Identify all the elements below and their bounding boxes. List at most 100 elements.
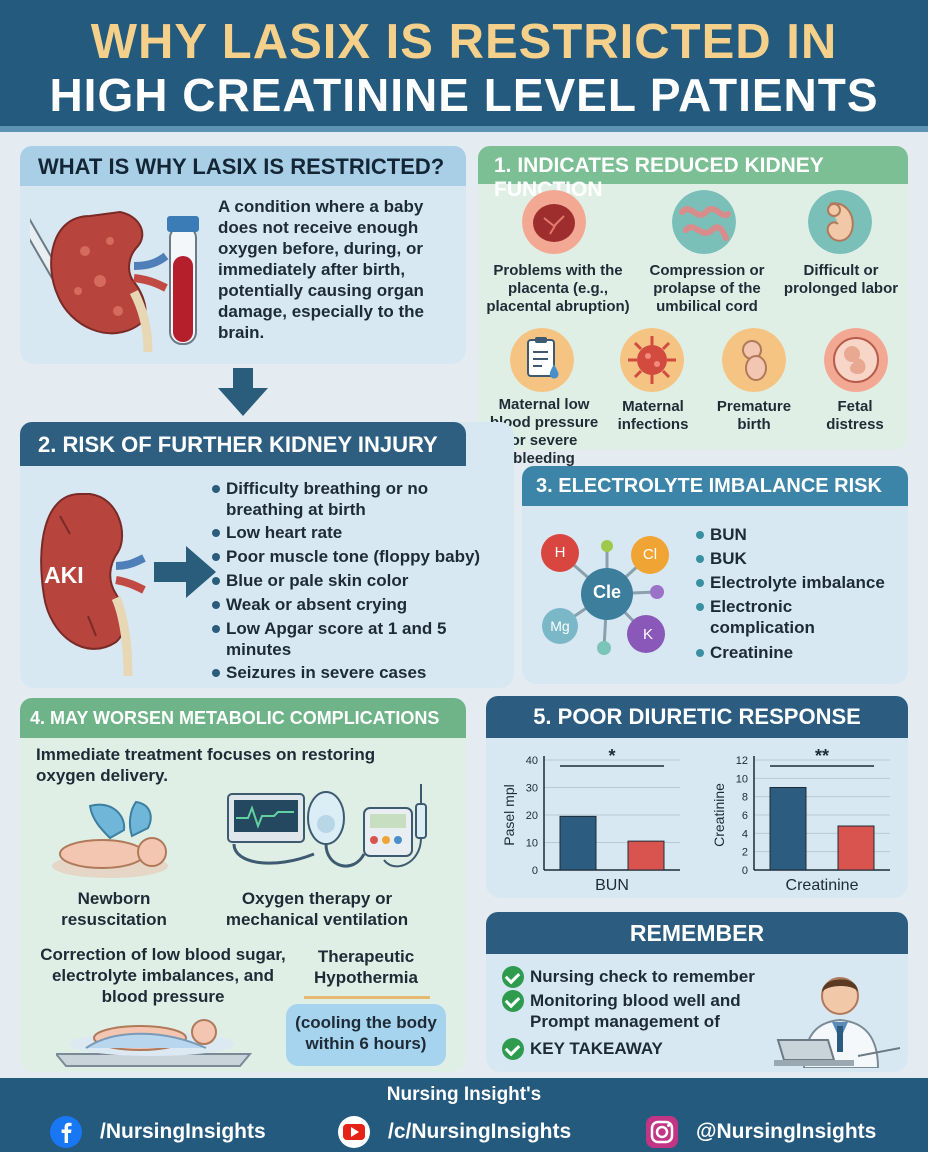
section4-title: 4. MAY WORSEN METABOLIC COMPLICATIONS — [30, 708, 440, 728]
cause-premature-birth: Premature birth — [716, 398, 792, 433]
oxygen-therapy-label: Oxygen therapy or mechanical ventilation — [225, 889, 409, 929]
y-tick-label: 0 — [742, 865, 748, 877]
electrolyte-item: BUK — [696, 549, 747, 568]
aki-label: AKI — [44, 562, 84, 588]
y-tick-label: 10 — [736, 773, 748, 785]
cause-fetal-distress: Fetal distress — [826, 398, 884, 433]
y-tick-label: 4 — [742, 828, 748, 840]
youtube-icon — [338, 1116, 370, 1148]
bar — [769, 787, 807, 871]
kidney-thermometer-illustration — [30, 207, 199, 353]
y-tick-label: 10 — [526, 838, 538, 850]
arrow-right-icon — [154, 546, 216, 598]
significance-marker: ** — [815, 746, 829, 766]
molecule-cl-label: Cl — [642, 546, 658, 563]
premature-baby-icon — [722, 328, 786, 392]
instagram-link[interactable]: @NursingInsights — [646, 1116, 906, 1148]
remember-item: Monitoring blood well and Prompt managem… — [530, 991, 741, 1031]
section4-intro: Immediate treatment focuses on restoring… — [36, 745, 376, 785]
y-tick-label: 12 — [736, 755, 748, 767]
molecule-mg-label: Mg — [550, 618, 570, 634]
cause-low-blood-pressure: Maternal low blood pressure or severe bl… — [489, 396, 599, 467]
footer-brand: Nursing Insight's — [386, 1084, 542, 1105]
cooling-text: (cooling the body within 6 hours) — [295, 1013, 437, 1053]
bar — [627, 840, 665, 871]
electrolyte-item: Electronic complication — [696, 596, 840, 638]
correction-label: Correction of low blood sugar, electroly… — [40, 945, 286, 1006]
oxygen-therapy-illustration — [227, 784, 427, 868]
molecule-illustration — [541, 534, 669, 655]
electrolyte-item: BUN — [696, 525, 747, 544]
symptom-item: Poor muscle tone (floppy baby) — [211, 547, 481, 566]
footer: Nursing Insight's /NursingInsights /c/Nu… — [0, 1078, 928, 1152]
clipboard-icon — [510, 328, 574, 392]
section3-title-bar: 3. ELECTROLYTE IMBALANCE RISK — [522, 466, 908, 506]
cause-umbilical-cord: Compression or prolapse of the umbilical… — [649, 262, 765, 315]
section4-title-bar: 4. MAY WORSEN METABOLIC COMPLICATIONS — [20, 698, 466, 738]
check-icon — [502, 1038, 524, 1060]
remember-item: Nursing check to remember — [530, 967, 755, 986]
facebook-link[interactable]: /NursingInsights — [50, 1116, 290, 1148]
virus-icon — [620, 328, 684, 392]
symptom-item: Weak or absent crying — [211, 595, 408, 614]
section1-title: 1. INDICATES REDUCED KIDNEY FUNCTION — [494, 154, 824, 201]
check-icon — [502, 966, 524, 988]
section3-title: 3. ELECTROLYTE IMBALANCE RISK — [536, 475, 882, 497]
remember-title-bar: REMEMBER — [486, 912, 908, 954]
section2-title: 2. RISK OF FURTHER KIDNEY INJURY — [38, 432, 438, 457]
section5-title-bar: 5. POOR DIURETIC RESPONSE — [486, 696, 908, 738]
symptom-item: Seizures in severe cases — [211, 663, 427, 682]
molecule-k-label: K — [642, 626, 653, 643]
section5-title: 5. POOR DIURETIC RESPONSE — [533, 704, 861, 729]
placenta-icon — [522, 190, 586, 254]
arrow-down-icon — [218, 368, 268, 416]
hypothermia-label: Therapeutic Hypothermia — [314, 947, 418, 987]
y-tick-label: 2 — [742, 847, 748, 859]
hypothermia-divider — [304, 996, 430, 999]
molecule-h-label: H — [554, 544, 566, 561]
newborn-resuscitation-label: Newborn resuscitation — [61, 889, 167, 929]
section1-title-bar: 1. INDICATES REDUCED KIDNEY FUNCTION — [478, 146, 908, 201]
what-is-title-bar: WHAT IS WHY LASIX IS RESTRICTED? — [20, 146, 466, 186]
y-tick-label: 6 — [742, 810, 748, 822]
labor-icon — [808, 190, 872, 254]
check-icon — [502, 990, 524, 1012]
header-banner: WHY LASIX IS RESTRICTED IN HIGH CREATINI… — [0, 0, 928, 132]
cause-placenta: Problems with the placenta (e.g., placen… — [486, 262, 630, 315]
aki-kidney-illustration — [40, 493, 146, 676]
facebook-icon — [50, 1116, 82, 1148]
electrolyte-item: Creatinine — [695, 643, 794, 662]
page-title-line1: WHY LASIX IS RESTRICTED IN — [90, 15, 838, 69]
newborn-resuscitation-illustration — [52, 800, 168, 878]
remember-title: REMEMBER — [629, 920, 765, 946]
instagram-icon — [646, 1116, 678, 1148]
molecule-center-label: Cle — [592, 582, 621, 602]
symptom-item: Low Apgar score at 1 and 5 minutes — [212, 618, 496, 660]
symptom-item: Difficulty breathing or no breathing at … — [212, 478, 486, 520]
x-axis-label: Creatinine — [786, 877, 859, 894]
what-is-description: A condition where a baby does not receiv… — [218, 197, 424, 342]
section2-title-bar: 2. RISK OF FURTHER KIDNEY INJURY — [20, 422, 466, 466]
cause-labor: Difficult or prolonged labor — [783, 262, 899, 297]
youtube-handle: /c/NursingInsights — [388, 1120, 572, 1143]
facebook-handle: /NursingInsights — [100, 1120, 266, 1143]
page-title-line2: HIGH CREATININE LEVEL PATIENTS — [49, 69, 879, 121]
instagram-handle: @NursingInsights — [696, 1120, 877, 1143]
remember-item: KEY TAKEAWAY — [530, 1039, 663, 1058]
what-is-title: WHAT IS WHY LASIX IS RESTRICTED? — [38, 154, 445, 179]
cooling-box — [286, 1004, 446, 1066]
y-axis-label: Pasel mpl — [501, 784, 517, 845]
symptom-item: Blue or pale skin color — [211, 571, 409, 590]
electrolyte-item: Electrolyte imbalance — [696, 573, 885, 592]
y-tick-label: 30 — [526, 783, 538, 795]
y-tick-label: 8 — [742, 792, 748, 804]
youtube-link[interactable]: /c/NursingInsights — [338, 1116, 598, 1148]
symptom-item: Low heart rate — [211, 523, 343, 542]
significance-marker: * — [608, 746, 615, 766]
y-tick-label: 40 — [526, 755, 538, 767]
y-axis-label: Creatinine — [711, 783, 727, 847]
fetus-icon — [824, 328, 888, 392]
bar — [837, 825, 875, 871]
